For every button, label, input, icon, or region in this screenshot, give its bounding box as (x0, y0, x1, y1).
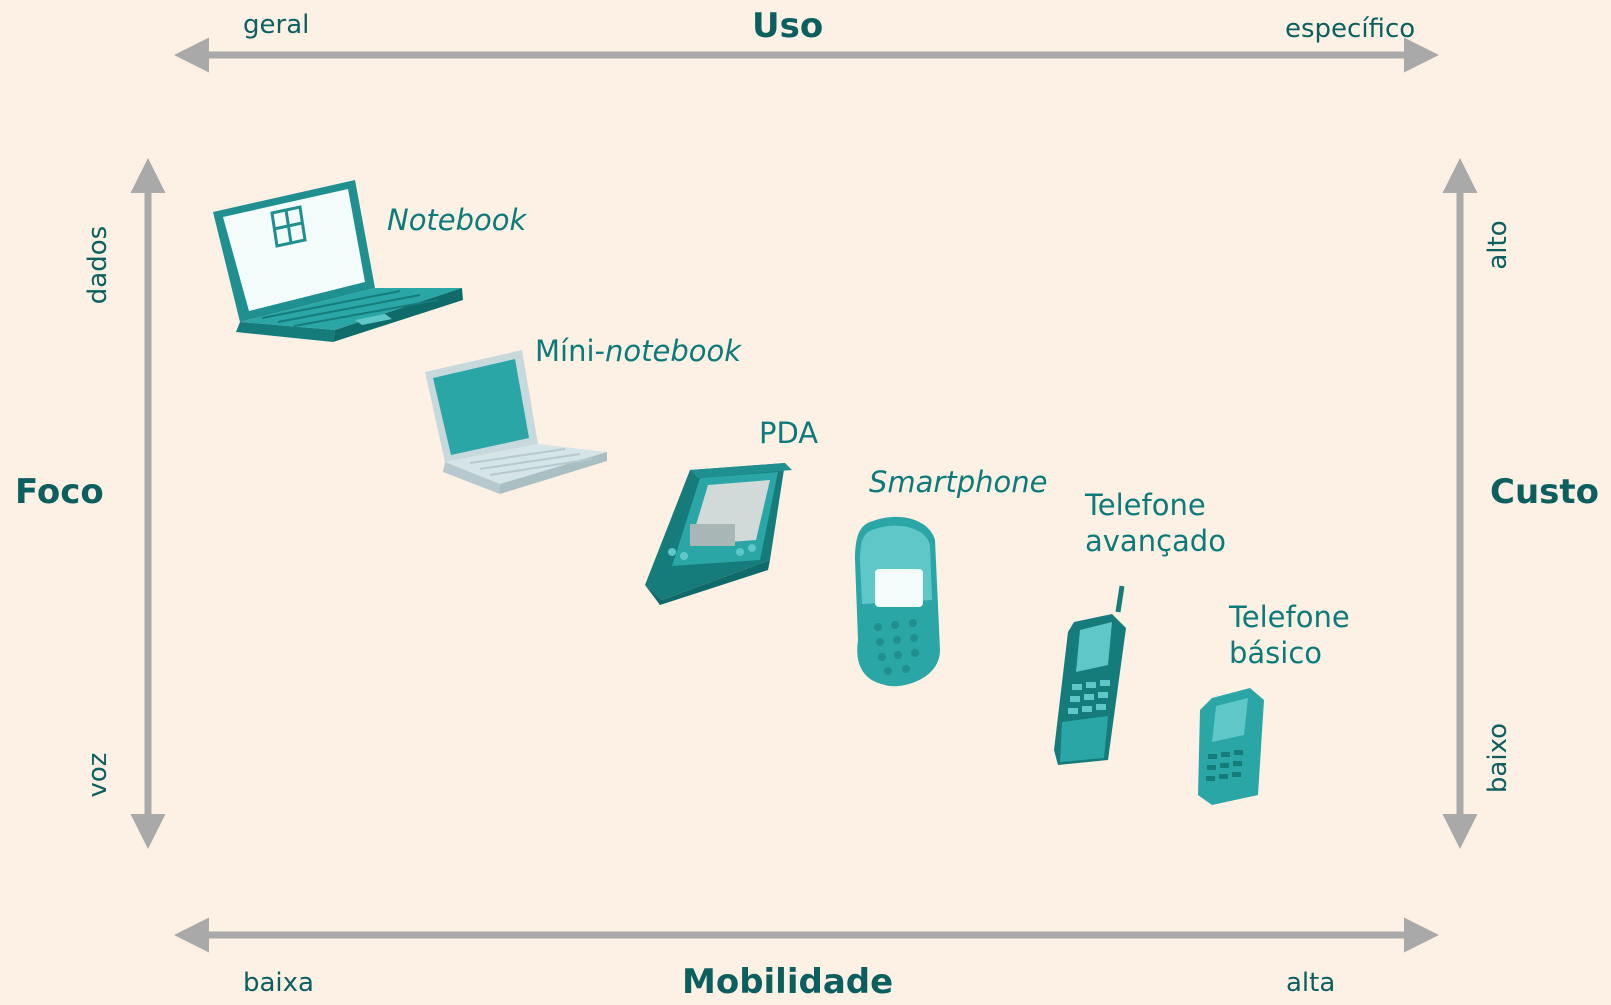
top-axis-left-label: geral (243, 10, 310, 40)
bottom-axis-right-label: alta (1286, 968, 1336, 998)
left-axis-title: Foco (15, 472, 104, 512)
top-axis-right-label: específico (1285, 14, 1416, 44)
basic-phone-label: Telefone básico (1229, 599, 1350, 671)
mini-notebook-label-suffix: notebook (604, 334, 742, 368)
bottom-axis-left-label: baixa (243, 968, 314, 998)
pda-label: PDA (759, 416, 819, 450)
basic-phone-label-line1: Telefone (1229, 600, 1350, 634)
pda-icon (645, 463, 792, 605)
mini-notebook-label-prefix: Míni- (535, 334, 605, 368)
mini-notebook-label: Míni-notebook (535, 333, 741, 369)
advanced-phone-label: Telefone avançado (1085, 487, 1226, 559)
basic-phone-icon (1198, 688, 1264, 805)
left-axis-bottom-label: voz (83, 752, 113, 798)
smartphone-icon (855, 516, 940, 687)
top-axis-title: Uso (752, 6, 824, 46)
right-axis-bottom-label: baixo (1483, 722, 1513, 794)
right-axis-title: Custo (1490, 472, 1600, 512)
basic-phone-label-line2: básico (1229, 636, 1323, 670)
bottom-axis-title: Mobilidade (682, 962, 894, 1002)
notebook-label: Notebook (387, 202, 526, 238)
advanced-phone-label-line2: avançado (1085, 524, 1226, 558)
right-axis-top-label: alto (1483, 220, 1513, 270)
smartphone-label-text: Smartphone (869, 465, 1048, 499)
notebook-label-text: Notebook (387, 203, 527, 237)
notebook-icon (213, 180, 463, 342)
smartphone-label: Smartphone (869, 464, 1047, 500)
mini-notebook-icon (425, 350, 607, 494)
advanced-phone-icon (1054, 585, 1126, 765)
left-axis-top-label: dados (83, 225, 113, 305)
advanced-phone-label-line1: Telefone (1085, 488, 1206, 522)
